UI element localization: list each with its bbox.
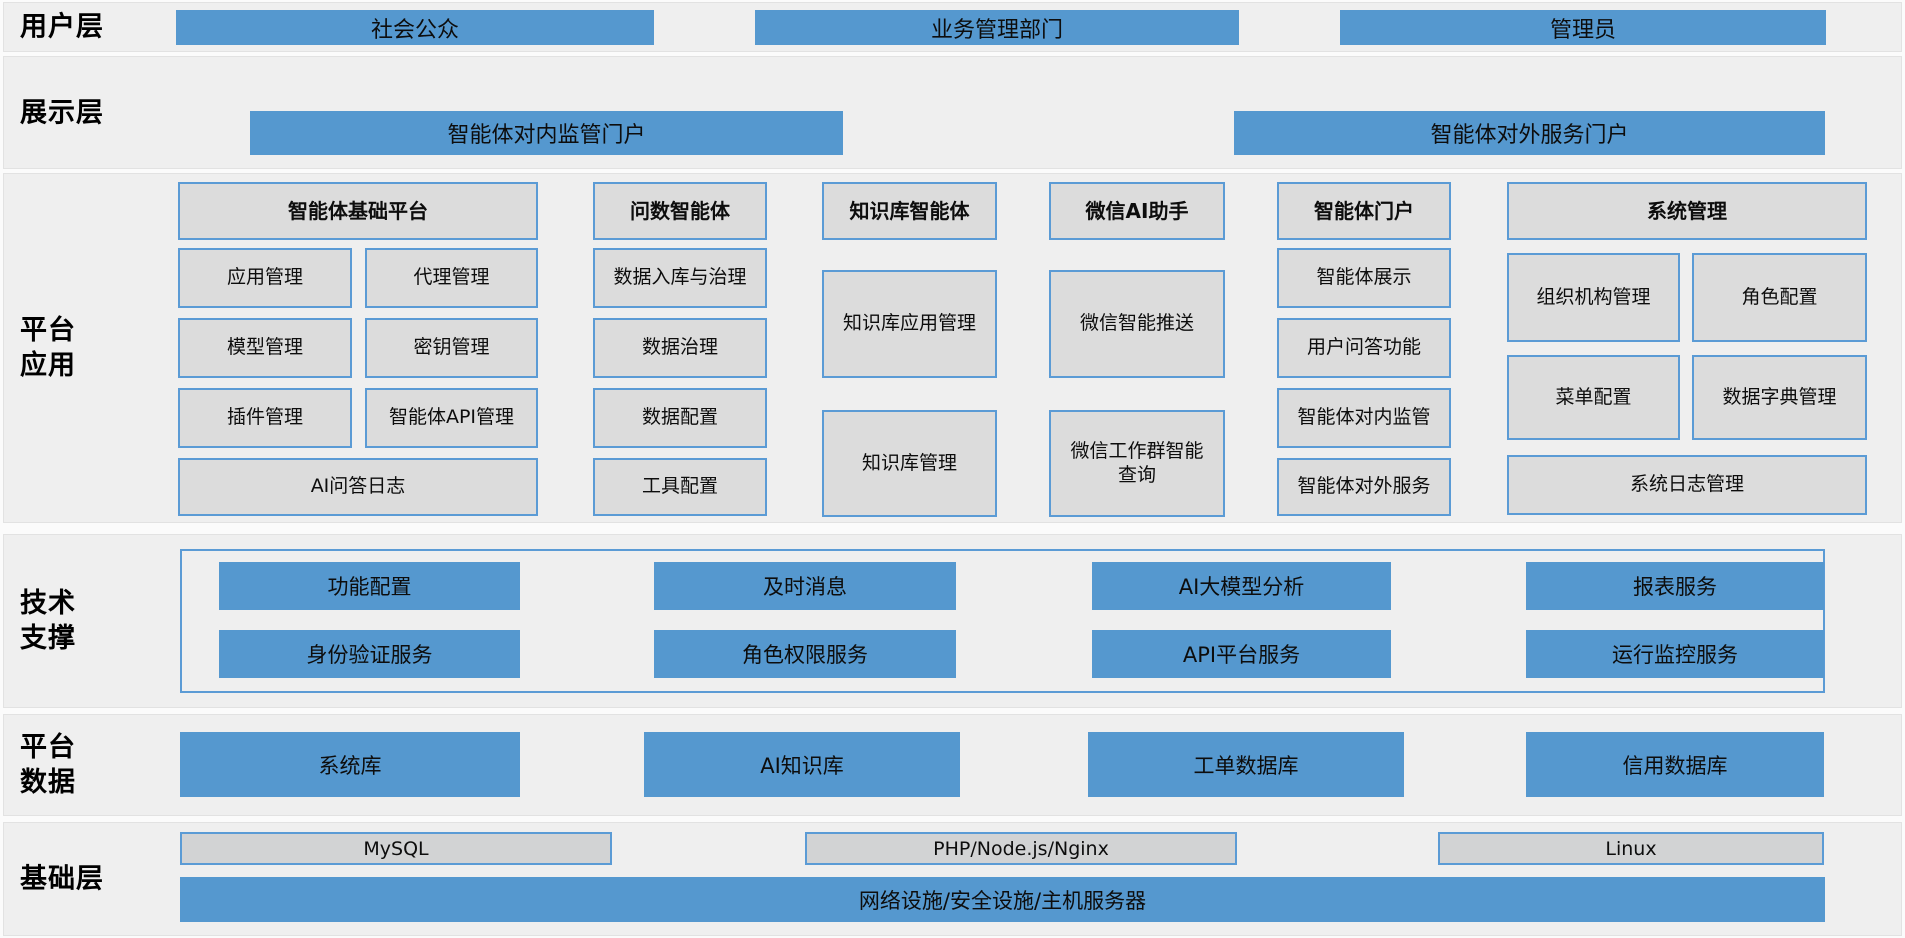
box-app-mgmt: 应用管理: [178, 248, 352, 308]
header-data-query-agent: 问数智能体: [593, 182, 767, 240]
bar-public: 社会公众: [176, 10, 654, 45]
bar-func-config: 功能配置: [219, 562, 520, 610]
box-ai-qa-log: AI问答日志: [178, 458, 538, 516]
box-wechat-push: 微信智能推送: [1049, 270, 1225, 378]
box-agent-display: 智能体展示: [1277, 248, 1451, 308]
band-platform-app-layer: 平台 应用 智能体基础平台 应用管理 代理管理 模型管理 密钥管理 插件管理 智…: [4, 174, 1901, 522]
display-layer-label: 展示层: [20, 96, 104, 128]
bar-credit-db: 信用数据库: [1526, 732, 1824, 797]
box-key-mgmt: 密钥管理: [365, 318, 538, 378]
box-proxy-mgmt: 代理管理: [365, 248, 538, 308]
bar-report-service: 报表服务: [1526, 562, 1824, 610]
bar-system-db: 系统库: [180, 732, 520, 797]
box-kb-mgmt: 知识库管理: [822, 410, 997, 517]
header-wechat-ai: 微信AI助手: [1049, 182, 1225, 240]
box-kb-app-mgmt: 知识库应用管理: [822, 270, 997, 378]
box-agent-external-service: 智能体对外服务: [1277, 458, 1451, 516]
band-platform-data-layer: 平台 数据 系统库 AI知识库 工单数据库 信用数据库: [4, 715, 1901, 815]
bar-instant-msg: 及时消息: [654, 562, 956, 610]
header-agent-portal: 智能体门户: [1277, 182, 1451, 240]
band-user-layer: 用户层 社会公众 业务管理部门 管理员: [4, 3, 1901, 51]
bar-linux: Linux: [1438, 832, 1824, 865]
box-data-config: 数据配置: [593, 388, 767, 448]
box-dict-mgmt: 数据字典管理: [1692, 355, 1867, 440]
box-tool-config: 工具配置: [593, 458, 767, 516]
band-display-layer: 展示层 智能体对内监管门户 智能体对外服务门户: [4, 57, 1901, 168]
bar-api-platform-service: API平台服务: [1092, 630, 1391, 678]
bar-admin: 管理员: [1340, 10, 1826, 45]
box-model-mgmt: 模型管理: [178, 318, 352, 378]
header-knowledge-agent: 知识库智能体: [822, 182, 997, 240]
bar-php-stack: PHP/Node.js/Nginx: [805, 832, 1237, 865]
box-wechat-group-query: 微信工作群智能查询: [1049, 410, 1225, 517]
infrastructure-label: 基础层: [20, 863, 104, 895]
box-org-mgmt: 组织机构管理: [1507, 253, 1680, 342]
bar-internal-portal: 智能体对内监管门户: [250, 111, 843, 155]
bar-business-dept: 业务管理部门: [755, 10, 1239, 45]
box-data-governance: 数据治理: [593, 318, 767, 378]
tech-support-container: [180, 549, 1825, 693]
user-layer-label: 用户层: [20, 11, 104, 43]
bar-mysql: MySQL: [180, 832, 612, 865]
box-agent-internal-supervision: 智能体对内监管: [1277, 388, 1451, 448]
box-user-qa: 用户问答功能: [1277, 318, 1451, 378]
bar-role-perm-service: 角色权限服务: [654, 630, 956, 678]
bar-ai-kb: AI知识库: [644, 732, 960, 797]
platform-app-label: 平台 应用: [20, 314, 76, 381]
tech-support-label: 技术 支撑: [20, 587, 76, 654]
bar-network-infra: 网络设施/安全设施/主机服务器: [180, 877, 1825, 922]
band-infrastructure-layer: 基础层 MySQL PHP/Node.js/Nginx Linux 网络设施/安…: [4, 823, 1901, 935]
platform-data-label: 平台 数据: [20, 731, 76, 798]
box-data-ingest: 数据入库与治理: [593, 248, 767, 308]
box-role-config: 角色配置: [1692, 253, 1867, 342]
bar-monitor-service: 运行监控服务: [1526, 630, 1824, 678]
header-agent-base-platform: 智能体基础平台: [178, 182, 538, 240]
box-agent-api-mgmt: 智能体API管理: [365, 388, 538, 448]
box-menu-config: 菜单配置: [1507, 355, 1680, 440]
box-syslog-mgmt: 系统日志管理: [1507, 455, 1867, 515]
header-system-mgmt: 系统管理: [1507, 182, 1867, 240]
bar-ticket-db: 工单数据库: [1088, 732, 1404, 797]
band-tech-support-layer: 技术 支撑 功能配置 及时消息 AI大模型分析 报表服务 身份验证服务 角色权限…: [4, 535, 1901, 707]
box-plugin-mgmt: 插件管理: [178, 388, 352, 448]
bar-identity-service: 身份验证服务: [219, 630, 520, 678]
bar-ai-llm-analysis: AI大模型分析: [1092, 562, 1391, 610]
bar-external-portal: 智能体对外服务门户: [1234, 111, 1825, 155]
